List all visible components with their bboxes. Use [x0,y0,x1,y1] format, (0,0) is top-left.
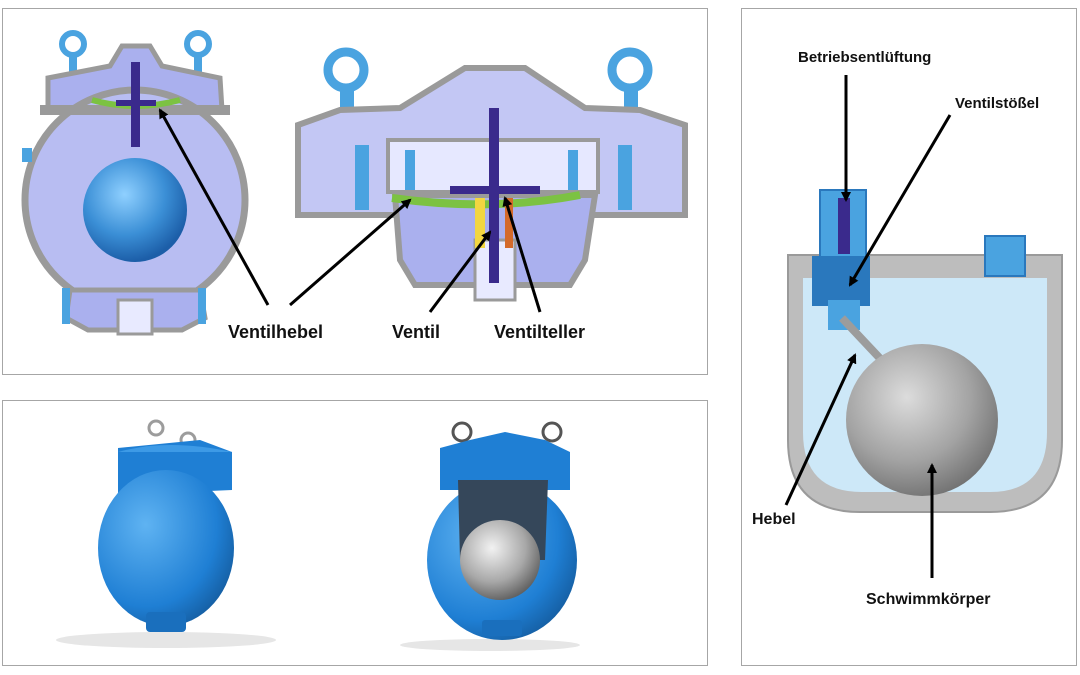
hebel-arrow [784,353,857,506]
product-cutaway [400,421,580,651]
float-chamber [787,189,1063,513]
label-ventilstoessel: Ventilstößel [955,95,1039,112]
label-ventil: Ventil [392,322,440,342]
float-ball-icon [846,344,998,496]
product-closed [56,419,276,648]
label-ventilhebel: Ventilhebel [228,322,323,342]
valve-section-left [21,30,249,336]
label-betriebsentlueftung: Betriebsentlüftung [798,49,931,66]
ventilhebel-arrow-2 [289,198,412,307]
valve-section-detail [295,47,688,302]
ventilhebel-arrow-1 [158,108,270,306]
ventilteller-arrow [502,196,542,313]
label-schwimmkoerper: Schwimmkörper [866,591,990,608]
float-ball-icon [83,158,187,262]
ventilstoessel-arrow [848,114,952,287]
ventil-arrow [428,230,492,313]
label-ventilteller: Ventilteller [494,322,585,342]
label-hebel: Hebel [752,511,796,528]
